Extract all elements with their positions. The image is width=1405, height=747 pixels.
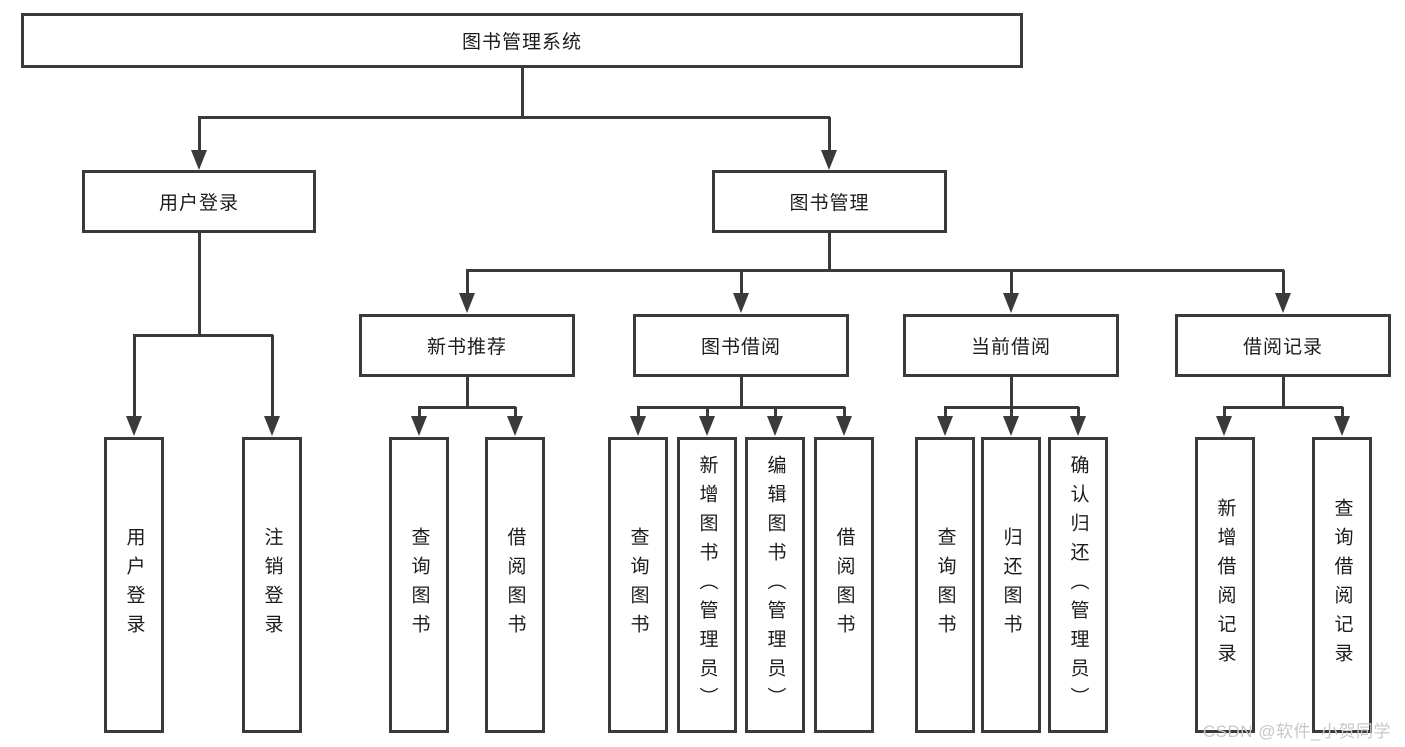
connector-line — [418, 406, 516, 409]
node-current-borrowing: 当前借阅 — [903, 314, 1119, 377]
connector-line — [828, 233, 831, 270]
connector-line — [1010, 407, 1013, 417]
connector-line — [1282, 377, 1285, 407]
connector-line — [1077, 407, 1080, 417]
connector-line — [1010, 270, 1013, 294]
leaf-label: 借阅图书 — [833, 527, 855, 643]
leaf-user-login: 用户登录 — [104, 437, 164, 733]
node-label: 图书管理系统 — [461, 32, 582, 53]
node-new-book-recommend: 新书推荐 — [359, 314, 575, 377]
watermark: CSDN @软件_小贺同学 — [1202, 722, 1391, 741]
arrowhead-down-icon — [126, 416, 142, 436]
arrowhead-down-icon — [459, 293, 475, 313]
leaf-edit-book-admin: 编辑图书（管理员） — [745, 437, 805, 733]
arrowhead-down-icon — [630, 416, 646, 436]
leaf-label: 归还图书 — [1000, 527, 1022, 643]
arrowhead-down-icon — [507, 416, 523, 436]
arrowhead-down-icon — [1334, 416, 1350, 436]
connector-line — [828, 117, 831, 152]
connector-line — [1223, 407, 1226, 417]
connector-line — [774, 407, 777, 417]
connector-line — [466, 270, 469, 294]
arrowhead-down-icon — [191, 150, 207, 170]
leaf-label: 查询图书 — [627, 527, 649, 643]
node-label: 图书管理 — [789, 193, 870, 214]
connector-line — [198, 233, 201, 335]
arrowhead-down-icon — [1003, 293, 1019, 313]
connector-line — [1010, 377, 1013, 407]
connector-line — [637, 406, 845, 409]
connector-line — [418, 407, 421, 417]
leaf-label: 编辑图书（管理员） — [764, 454, 786, 716]
connector-line — [198, 116, 830, 119]
node-borrowing-records: 借阅记录 — [1175, 314, 1391, 377]
arrowhead-down-icon — [836, 416, 852, 436]
connector-line — [521, 68, 524, 117]
connector-line — [271, 335, 274, 416]
node-label: 用户登录 — [158, 193, 239, 214]
node-user-login: 用户登录 — [82, 170, 316, 233]
arrowhead-down-icon — [1275, 293, 1291, 313]
node-label: 新书推荐 — [426, 337, 507, 358]
node-book-management: 图书管理 — [712, 170, 947, 233]
leaf-logout: 注销登录 — [242, 437, 302, 733]
connector-line — [198, 117, 201, 152]
arrowhead-down-icon — [1216, 416, 1232, 436]
connector-line — [133, 334, 273, 337]
leaf-query-books-current: 查询图书 — [915, 437, 975, 733]
node-root-library-system: 图书管理系统 — [21, 13, 1023, 68]
node-label: 借阅记录 — [1242, 337, 1323, 358]
leaf-label: 新增图书（管理员） — [696, 454, 718, 716]
leaf-add-book-admin: 新增图书（管理员） — [677, 437, 737, 733]
arrowhead-down-icon — [733, 293, 749, 313]
connector-line — [944, 407, 947, 417]
leaf-query-books-borrowing: 查询图书 — [608, 437, 668, 733]
arrowhead-down-icon — [699, 416, 715, 436]
node-label: 图书借阅 — [700, 337, 781, 358]
leaf-query-borrow-record: 查询借阅记录 — [1312, 437, 1372, 733]
leaf-label: 查询图书 — [408, 527, 430, 643]
leaf-borrow-books-borrowing: 借阅图书 — [814, 437, 874, 733]
connector-line — [843, 407, 846, 417]
connector-line — [637, 407, 640, 417]
node-label: 当前借阅 — [970, 337, 1051, 358]
leaf-confirm-return-admin: 确认归还（管理员） — [1048, 437, 1108, 733]
connector-line — [1223, 406, 1343, 409]
connector-line — [1341, 407, 1344, 417]
leaf-add-borrow-record: 新增借阅记录 — [1195, 437, 1255, 733]
connector-line — [944, 406, 1079, 409]
arrowhead-down-icon — [1003, 416, 1019, 436]
leaf-label: 查询借阅记录 — [1331, 498, 1353, 672]
leaf-label: 注销登录 — [261, 527, 283, 643]
leaf-label: 确认归还（管理员） — [1067, 454, 1089, 716]
arrowhead-down-icon — [411, 416, 427, 436]
connector-line — [706, 407, 709, 417]
arrowhead-down-icon — [1070, 416, 1086, 436]
connector-line — [740, 270, 743, 294]
connector-line — [466, 377, 469, 407]
arrowhead-down-icon — [767, 416, 783, 436]
arrowhead-down-icon — [264, 416, 280, 436]
leaf-label: 新增借阅记录 — [1214, 498, 1236, 672]
leaf-borrow-books-recommend: 借阅图书 — [485, 437, 545, 733]
connector-line — [466, 269, 1284, 272]
connector-line — [740, 377, 743, 407]
leaf-label: 用户登录 — [123, 527, 145, 643]
leaf-label: 查询图书 — [934, 527, 956, 643]
connector-line — [514, 407, 517, 417]
arrowhead-down-icon — [821, 150, 837, 170]
connector-line — [133, 335, 136, 416]
node-book-borrowing: 图书借阅 — [633, 314, 849, 377]
arrowhead-down-icon — [937, 416, 953, 436]
leaf-label: 借阅图书 — [504, 527, 526, 643]
connector-line — [1282, 270, 1285, 294]
leaf-return-book: 归还图书 — [981, 437, 1041, 733]
leaf-query-books-recommend: 查询图书 — [389, 437, 449, 733]
